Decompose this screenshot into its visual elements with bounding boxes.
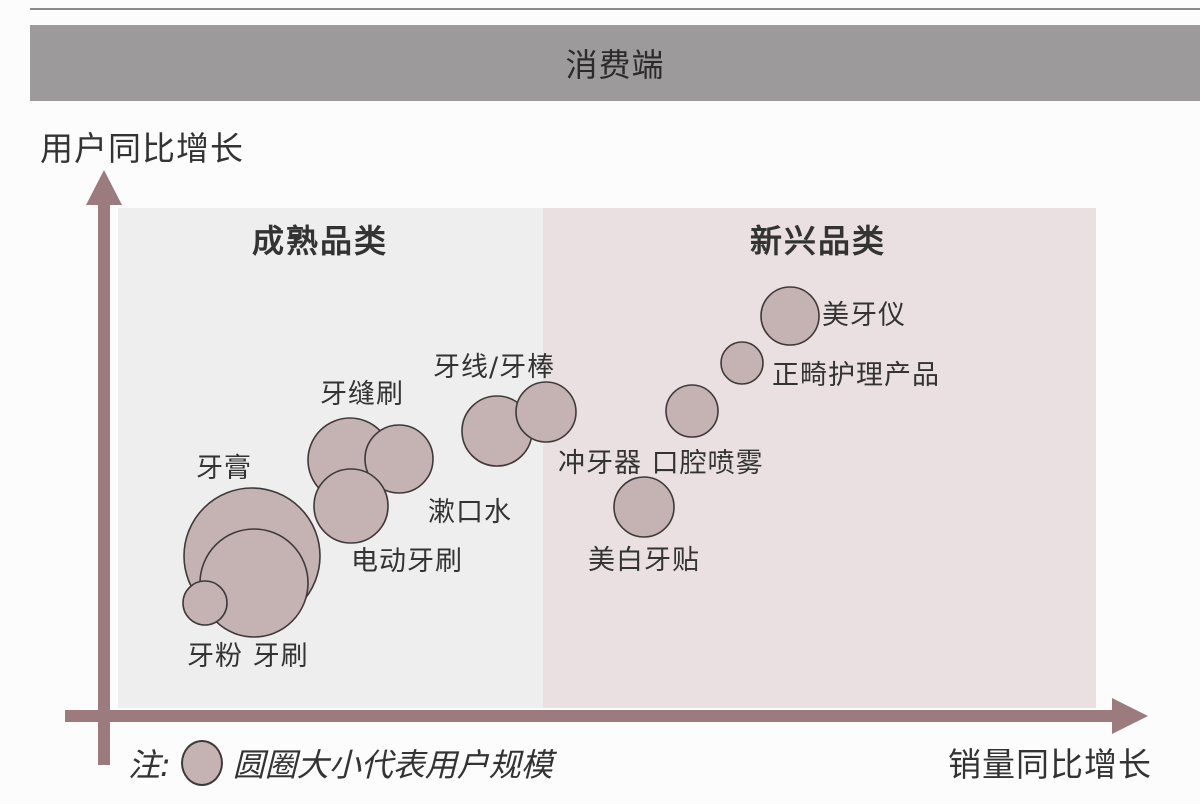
bubble: [760, 286, 820, 346]
bubble: [720, 341, 764, 385]
x-axis-line: [65, 710, 1125, 722]
bubble-label: 牙线/牙棒: [433, 352, 556, 383]
bubble: [613, 476, 675, 538]
x-axis-arrow-icon: [1112, 698, 1148, 734]
zone-title-emerging: 新兴品类: [750, 222, 887, 260]
bubble-label: 牙粉 牙刷: [187, 641, 309, 672]
zone-emerging-categories: [543, 208, 1096, 708]
top-divider: [30, 8, 1200, 10]
bubble-label: 电动牙刷: [351, 546, 463, 577]
bubble-label: 美白牙贴: [588, 545, 700, 576]
bubble: [313, 468, 389, 544]
legend-prefix: 注:: [128, 746, 171, 784]
legend-circle-icon: [180, 740, 223, 786]
bubble: [364, 424, 434, 494]
legend: 注: 圆圈大小代表用户规模: [128, 740, 553, 786]
zone-title-mature: 成熟品类: [252, 222, 389, 260]
bubble-label: 美牙仪: [822, 300, 906, 331]
chart-title: 消费端: [565, 46, 665, 84]
bubble-label: 牙膏: [196, 453, 252, 484]
bubble-label: 漱口水: [428, 497, 512, 528]
bubble-label: 正畸护理产品: [772, 360, 940, 391]
y-axis-label: 用户同比增长: [40, 129, 244, 168]
bubble: [182, 580, 228, 626]
x-axis-label: 销量同比增长: [948, 745, 1152, 784]
y-axis-arrow-icon: [86, 170, 122, 205]
y-axis-line: [98, 200, 110, 765]
bubble-group: [182, 286, 820, 638]
bubble-label: 冲牙器 口腔喷雾: [558, 448, 764, 479]
bubble-label: 牙缝刷: [320, 379, 404, 410]
legend-text: 圆圈大小代表用户规模: [232, 746, 553, 784]
title-bar: 消费端: [30, 25, 1200, 101]
bubble: [515, 381, 577, 443]
bubble: [665, 384, 719, 438]
